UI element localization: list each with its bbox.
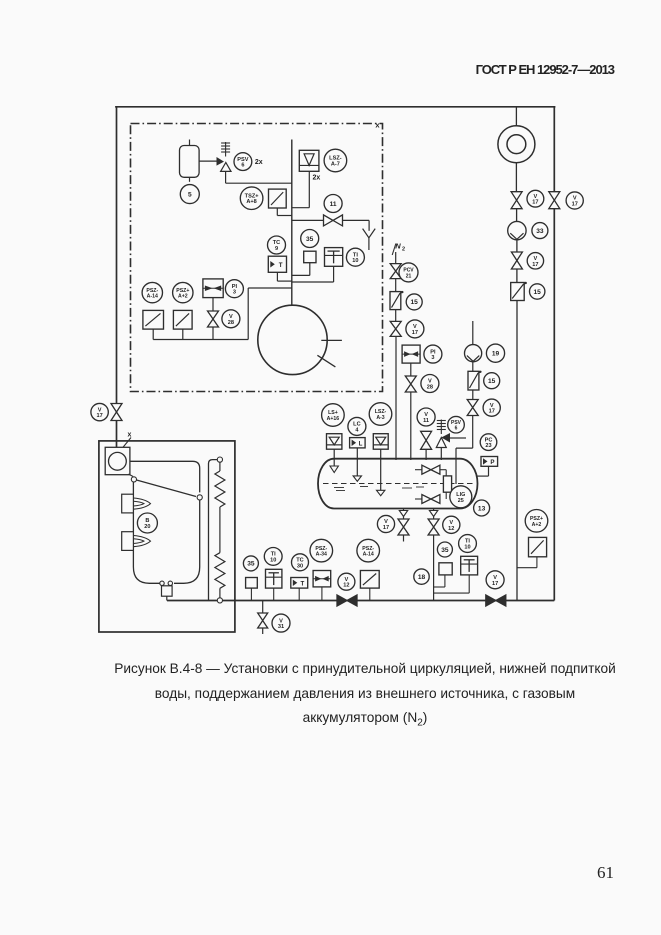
svg-text:TC: TC — [273, 240, 280, 246]
svg-text:x: x — [128, 432, 132, 439]
svg-text:V: V — [449, 520, 453, 526]
svg-text:10: 10 — [352, 258, 358, 264]
svg-text:A+2: A+2 — [532, 522, 542, 528]
svg-text:3: 3 — [233, 290, 236, 296]
svg-text:PC: PC — [485, 437, 493, 443]
svg-text:L: L — [359, 440, 363, 447]
svg-text:V: V — [345, 577, 349, 583]
svg-text:2x: 2x — [255, 159, 263, 166]
svg-text:15: 15 — [488, 378, 496, 385]
svg-text:10: 10 — [464, 545, 470, 551]
svg-text:28: 28 — [228, 320, 234, 326]
svg-text:17: 17 — [532, 262, 538, 268]
svg-text:A-14: A-14 — [147, 294, 158, 300]
svg-text:V: V — [534, 194, 538, 200]
svg-text:17: 17 — [572, 202, 578, 208]
svg-text:PSZ-: PSZ- — [315, 546, 327, 552]
svg-text:LSZ-: LSZ- — [329, 156, 342, 162]
svg-text:TI: TI — [353, 252, 358, 258]
svg-text:PSV: PSV — [451, 420, 462, 426]
svg-text:35: 35 — [306, 236, 314, 243]
svg-text:V: V — [229, 314, 233, 320]
svg-text:V: V — [493, 575, 497, 581]
svg-text:17: 17 — [492, 581, 498, 587]
svg-text:TI: TI — [271, 552, 276, 558]
svg-text:PSZ-: PSZ- — [362, 546, 374, 552]
svg-text:35: 35 — [441, 547, 449, 554]
svg-text:V: V — [413, 324, 417, 330]
svg-text:B: B — [145, 518, 149, 524]
svg-text:3: 3 — [431, 355, 434, 361]
svg-text:5: 5 — [188, 191, 192, 198]
svg-text:19: 19 — [492, 351, 500, 358]
svg-text:23: 23 — [485, 443, 491, 449]
svg-text:PSZ+: PSZ+ — [530, 516, 543, 522]
svg-text:A-34: A-34 — [316, 552, 327, 558]
svg-text:PI: PI — [430, 349, 436, 355]
svg-text:33: 33 — [536, 228, 544, 235]
svg-text:17: 17 — [412, 330, 418, 336]
svg-text:31: 31 — [278, 624, 284, 630]
svg-text:28: 28 — [427, 385, 433, 391]
svg-text:13: 13 — [478, 505, 486, 512]
svg-text:18: 18 — [418, 574, 426, 581]
svg-text:17: 17 — [489, 409, 495, 415]
svg-text:A-14: A-14 — [363, 552, 374, 558]
svg-text:T: T — [279, 262, 283, 269]
svg-text:A-7: A-7 — [331, 162, 340, 168]
svg-text:15: 15 — [411, 299, 419, 306]
svg-text:TC: TC — [296, 558, 303, 564]
svg-text:6: 6 — [241, 163, 244, 169]
svg-text:TSZ+: TSZ+ — [245, 193, 260, 199]
svg-text:LSZ-: LSZ- — [375, 409, 387, 415]
svg-text:2: 2 — [402, 247, 405, 253]
svg-text:V: V — [424, 412, 428, 418]
svg-text:30: 30 — [297, 563, 303, 569]
svg-text:21: 21 — [406, 273, 412, 279]
svg-text:V: V — [490, 403, 494, 409]
svg-text:N: N — [395, 242, 401, 251]
svg-text:T: T — [301, 580, 305, 587]
svg-text:LS+: LS+ — [328, 410, 338, 416]
svg-text:PSZ-: PSZ- — [146, 288, 158, 294]
svg-text:A+8: A+8 — [246, 199, 256, 205]
svg-text:P: P — [490, 459, 494, 466]
svg-text:LIG: LIG — [456, 492, 465, 498]
svg-text:V: V — [279, 618, 283, 624]
svg-text:10: 10 — [270, 557, 276, 563]
svg-text:A+2: A+2 — [178, 294, 188, 300]
svg-text:A-3: A-3 — [376, 415, 384, 421]
svg-text:2x: 2x — [313, 175, 321, 182]
svg-text:V: V — [384, 519, 388, 525]
svg-text:17: 17 — [532, 200, 538, 206]
svg-text:V: V — [98, 407, 102, 413]
svg-text:x: x — [375, 121, 380, 130]
svg-text:PCV: PCV — [403, 268, 414, 274]
svg-text:17: 17 — [96, 413, 102, 419]
svg-text:17: 17 — [383, 525, 389, 531]
svg-text:9: 9 — [275, 246, 278, 252]
svg-text:11: 11 — [423, 418, 429, 424]
svg-text:11: 11 — [330, 201, 337, 208]
svg-text:V: V — [428, 379, 432, 385]
svg-text:35: 35 — [247, 561, 255, 568]
svg-text:A+16: A+16 — [327, 416, 340, 422]
svg-text:V: V — [573, 196, 577, 202]
svg-text:12: 12 — [448, 526, 454, 532]
svg-text:PSZ+: PSZ+ — [176, 288, 189, 294]
svg-text:PI: PI — [232, 284, 238, 290]
svg-text:V: V — [534, 256, 538, 262]
svg-text:TI: TI — [465, 539, 470, 545]
svg-text:LC: LC — [353, 422, 360, 428]
svg-text:12: 12 — [343, 583, 349, 589]
svg-text:4: 4 — [355, 427, 359, 433]
svg-text:6: 6 — [455, 426, 458, 432]
svg-text:15: 15 — [534, 289, 542, 296]
svg-text:25: 25 — [458, 498, 464, 504]
svg-text:PSV: PSV — [237, 157, 248, 163]
svg-text:20: 20 — [144, 524, 150, 530]
